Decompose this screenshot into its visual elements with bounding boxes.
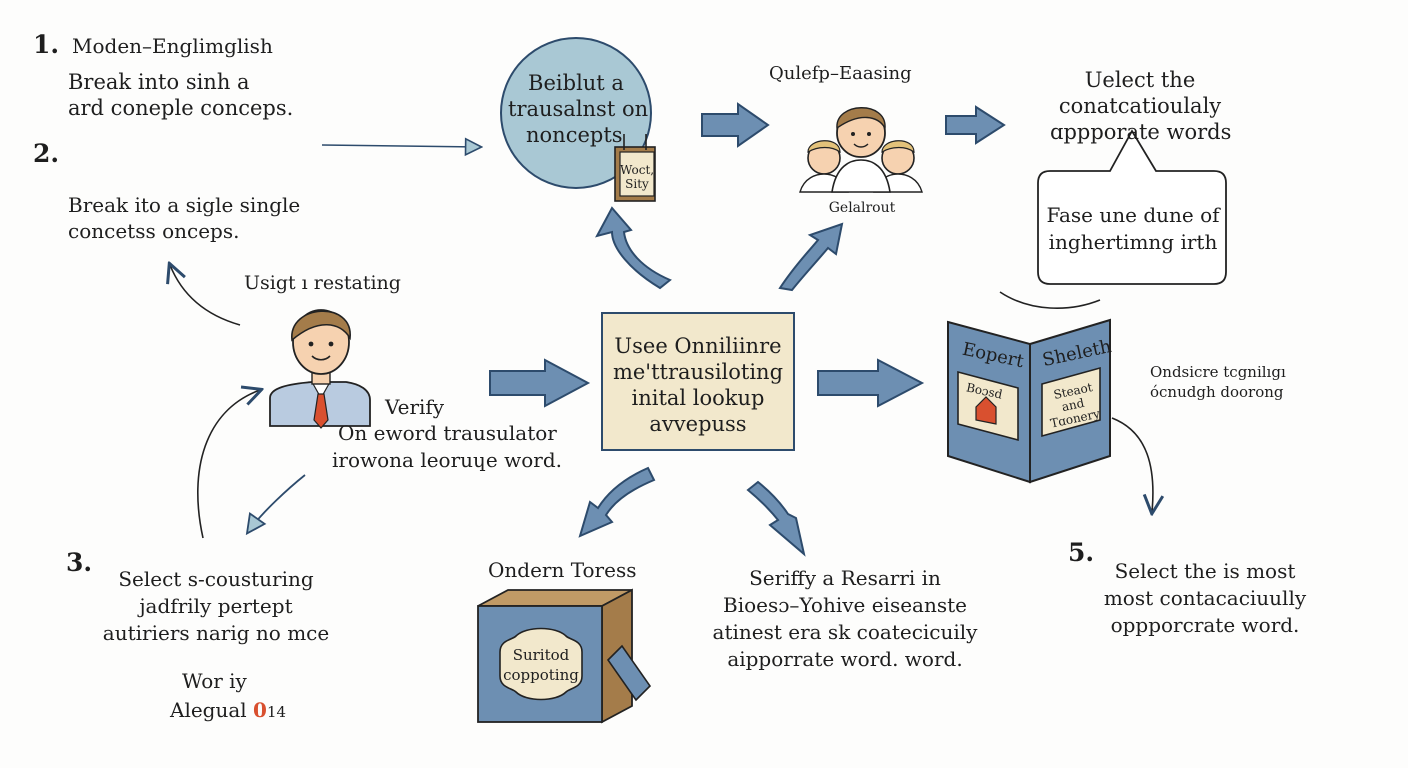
people-group-icon: [799, 107, 923, 193]
person-label-top: Usigt ı restating: [244, 272, 401, 294]
step3-line4: Wor iy: [182, 669, 247, 693]
step2-line2: concetss onceps.: [68, 219, 240, 243]
step2-number: 2.: [33, 139, 60, 168]
speech-bubble: [1037, 129, 1227, 285]
book-side-line2: ócnudgh doorong: [1150, 383, 1284, 401]
circle-line2: trausalnst on: [508, 97, 649, 121]
block-arrow-center-to-book: [817, 358, 925, 408]
block-arrow-person-to-center: [489, 358, 591, 408]
box-label-line1: Suritod: [512, 646, 570, 664]
step2-line1: Break ito a sigle single: [68, 193, 301, 217]
thin-arrow-loop-person: [197, 390, 260, 539]
step1-line2: ard coneple conceps.: [68, 96, 294, 120]
person-translator-icon: [269, 309, 371, 429]
center-line1: Usee Onniliinre: [614, 334, 782, 358]
research-line4: aipporrate word. word.: [727, 647, 963, 671]
book-side-line1: Ondsicre tcgnilıgı: [1150, 363, 1286, 381]
box-label-line2: coppoting: [503, 666, 579, 684]
notebook-icon: [614, 134, 656, 202]
step3-number: 3.: [66, 548, 93, 577]
concept-circle: [500, 37, 652, 189]
step5-line1: Select the is most: [1114, 559, 1296, 583]
circle-line3: noncepts: [526, 123, 623, 147]
curved-arrow-center-to-people: [778, 222, 844, 292]
thin-arrow-to-step3: [248, 474, 306, 532]
storage-box-icon: [477, 588, 652, 724]
words-line1: Uelect the: [1084, 68, 1196, 92]
bubble-line2: inghertimng irth: [1048, 230, 1218, 254]
center-lookup-box: [601, 312, 795, 451]
step5-number: 5.: [1068, 538, 1095, 567]
step1-title: Moden–Englimglish: [72, 34, 273, 58]
curved-arrow-center-to-research: [746, 480, 806, 557]
center-line3: inital lookup: [631, 386, 765, 410]
step5-line3: oppporcrate word.: [1110, 613, 1300, 637]
notebook-line2: Sity: [625, 177, 649, 191]
open-book-icon: [947, 318, 1111, 484]
center-line2: me'ttrausiloting: [612, 360, 784, 384]
research-line2: Bioesɔ–Yohive eiseanste: [723, 593, 967, 617]
step3-line3: autiriers narig no mce: [102, 621, 330, 645]
box-title: Ondern Toress: [488, 558, 637, 582]
people-caption: Gelalrout: [828, 200, 896, 216]
step3-line5: Alegual 014: [170, 697, 286, 726]
research-line3: atinest era sk coatecicuily: [712, 620, 978, 644]
block-arrow-circle-to-people: [701, 102, 770, 148]
step3-line5-red: 0: [253, 698, 267, 722]
thin-arrow-to-circle: [321, 145, 480, 147]
step1-number: 1.: [33, 30, 60, 59]
person-line2: irowona leoruɥe word.: [332, 448, 562, 472]
step3-line1: Select s-cousturing: [118, 567, 314, 591]
step1-line1: Break into sinh a: [68, 70, 250, 94]
house-icon: [975, 396, 997, 425]
person-line1: On eword trausulator: [338, 421, 557, 445]
person-verify: Verify: [385, 395, 445, 419]
thin-arrow-to-step2: [170, 265, 241, 326]
bubble-line1: Fase une dune of: [1046, 203, 1220, 227]
curved-arrow-center-to-box: [578, 466, 656, 538]
step3-line2: jadfrily pertept: [139, 594, 293, 618]
block-arrow-people-to-words: [945, 105, 1006, 145]
research-line1: Seriffy a Resarri in: [749, 566, 941, 590]
circle-line1: Beiblut a: [528, 71, 624, 95]
speech-bubble-tail: [999, 291, 1101, 309]
words-line3: ɑppporate words: [1050, 120, 1232, 144]
curved-arrow-center-to-circle: [595, 206, 672, 290]
center-line4: avvepuss: [649, 412, 747, 436]
notebook-line1: Woct,: [620, 163, 655, 177]
thin-arrow-book-down: [1111, 417, 1153, 512]
step3-line5-text: Alegual: [170, 698, 247, 722]
words-line2: conatcatioulaly: [1058, 94, 1222, 118]
step5-line2: most contacaciuully: [1103, 586, 1307, 610]
step3-line5-tail: 14: [266, 703, 287, 721]
people-title: Qulefp–Eaasing: [769, 63, 912, 84]
